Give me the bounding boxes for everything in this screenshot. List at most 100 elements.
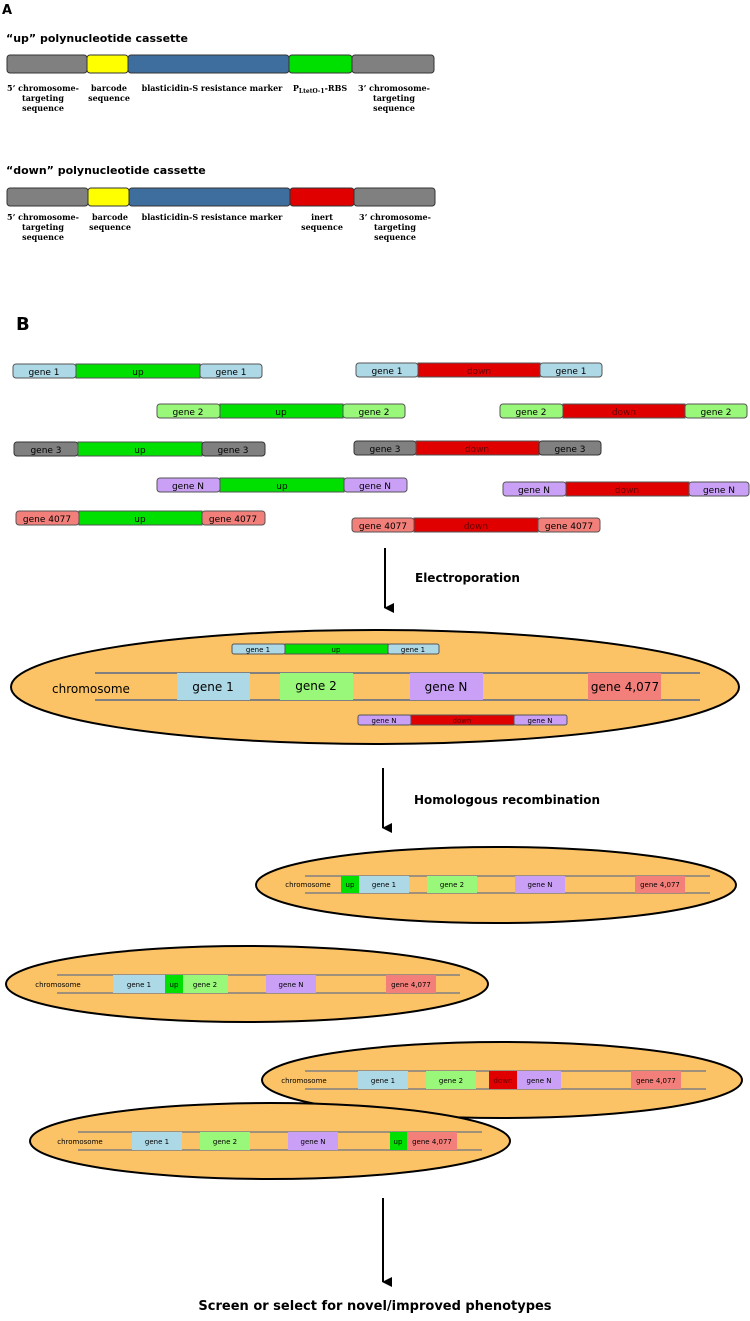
- marker-segment: [127, 54, 290, 74]
- five-prime-segment: [6, 54, 88, 74]
- gene2-label: gene 2: [440, 881, 464, 889]
- down-cassette-title: “down” polynucleotide cassette: [6, 164, 206, 177]
- flank-right-label: gene 2: [700, 408, 731, 418]
- three-prime-label-1: 3’ chromosome-: [358, 83, 430, 93]
- step-homologous-recombination: Homologous recombination: [414, 793, 600, 807]
- barcode-label-2: sequence: [89, 222, 131, 232]
- flank-right: [343, 477, 408, 493]
- geneN-label: gene N: [301, 1138, 326, 1146]
- geneN-label: gene N: [425, 680, 468, 694]
- gene4077-block: [588, 673, 661, 700]
- flank-right-label: gene 3: [554, 445, 585, 455]
- panel-a-label: A: [2, 3, 12, 18]
- five-prime-label-1: 5’ chromosome-: [7, 83, 79, 93]
- gene1-label: gene 1: [145, 1138, 169, 1146]
- barcode-label-2: sequence: [88, 93, 130, 103]
- gene2-label: gene 2: [213, 1138, 237, 1146]
- chromosome-label: chromosome: [52, 682, 130, 696]
- flank-left-label: gene N: [172, 482, 204, 492]
- flank-right: [538, 440, 602, 456]
- flank-left-label: gene 4077: [359, 522, 407, 532]
- flank-right: [199, 363, 263, 379]
- down-label: down: [453, 717, 472, 725]
- recombinant-cell-3: chromosome gene 1 gene 2 down gene N gen…: [261, 1041, 743, 1119]
- five-prime-label-2: targeting: [22, 222, 64, 232]
- barcode-label-1: barcode: [92, 212, 128, 222]
- down-cassette-labels: 5’ chromosome- targeting sequence barcod…: [7, 212, 431, 242]
- down-label: down: [464, 522, 488, 532]
- flank-left-label: gene 2: [172, 408, 203, 418]
- gene1-label: gene 1: [192, 680, 233, 694]
- flank-right: [537, 517, 601, 533]
- gene1-block: [359, 876, 409, 893]
- flank-left-label: gene 4077: [23, 515, 71, 525]
- gene2-block: [427, 876, 477, 893]
- panel-b-label: B: [16, 314, 30, 335]
- down-construct-geneN: gene N down gene N: [502, 481, 750, 497]
- gene1-block: [132, 1132, 182, 1150]
- cell-body: [5, 945, 489, 1023]
- promoter-label-main: P: [293, 83, 299, 93]
- flank-right-label: gene 1: [215, 368, 246, 378]
- geneN-block: [410, 673, 483, 700]
- gene1-block: [113, 975, 165, 993]
- geneN-block: [266, 975, 316, 993]
- down-constructs: gene 1 down gene 1 gene 2 down gene 2 ge…: [351, 362, 750, 533]
- gene1-block: [358, 1071, 408, 1089]
- up-label: up: [134, 446, 146, 456]
- three-prime-label-3: sequence: [374, 232, 416, 242]
- down-label: down: [467, 367, 491, 377]
- down-construct-gene3: gene 3 down gene 3: [353, 440, 602, 456]
- gene4077-label: gene 4,077: [591, 680, 659, 694]
- three-prime-segment: [351, 54, 435, 74]
- barcode-label-1: barcode: [91, 83, 127, 93]
- gene2-label: gene 2: [439, 1077, 463, 1085]
- promoter-label-suffix: -RBS: [325, 83, 348, 93]
- up-construct-gene2: gene 2 up gene 2: [156, 403, 406, 419]
- marker-label: blasticidin-S resistance marker: [142, 83, 284, 93]
- flank-right-label: gene 2: [358, 408, 389, 418]
- gene1-block: [177, 673, 250, 700]
- inert-label-2: sequence: [301, 222, 343, 232]
- gene4077-label: gene 4,077: [640, 881, 680, 889]
- gene4077-block: [386, 975, 436, 993]
- flank-right-label: gene 1: [401, 646, 425, 654]
- flank-right: [342, 403, 406, 419]
- recombinant-cell-4: chromosome gene 1 gene 2 gene N up gene …: [29, 1102, 511, 1180]
- flank-left-label: gene 1: [371, 367, 402, 377]
- five-prime-label-2: targeting: [22, 93, 64, 103]
- flank-left-label: gene 2: [515, 408, 546, 418]
- five-prime-label-3: sequence: [22, 103, 64, 113]
- up-insert-block: [165, 975, 183, 993]
- cell-down-insert: gene N down gene N: [357, 714, 568, 726]
- flank-right-label: gene N: [703, 486, 735, 496]
- down-label: down: [615, 486, 639, 496]
- up-cassette-title: “up” polynucleotide cassette: [6, 32, 188, 45]
- up-cassette: [6, 54, 435, 74]
- inert-label-1: inert: [311, 212, 333, 222]
- barcode-segment: [87, 187, 130, 207]
- down-cassette: [6, 187, 436, 207]
- gene4077-block: [635, 876, 685, 893]
- flank-left-label: gene N: [372, 717, 397, 725]
- gene4077-label: gene 4,077: [391, 981, 431, 989]
- flank-right: [387, 643, 440, 655]
- gene1-label: gene 1: [371, 1077, 395, 1085]
- geneN-block: [515, 876, 565, 893]
- chromosome-label: chromosome: [285, 881, 330, 889]
- three-prime-label-2: targeting: [374, 222, 416, 232]
- gene2-label: gene 2: [295, 679, 336, 693]
- geneN-label: gene N: [528, 881, 553, 889]
- gene2-block: [280, 673, 353, 700]
- down-insert-label: down: [494, 1077, 513, 1085]
- down-label: down: [612, 408, 636, 418]
- barcode-segment: [86, 54, 129, 74]
- flank-right: [201, 441, 266, 457]
- gene2-label: gene 2: [193, 981, 217, 989]
- three-prime-segment: [353, 187, 436, 207]
- flank-left-label: gene 1: [246, 646, 270, 654]
- big-cell: chromosome gene 1 gene 2 gene N gene 4,0…: [10, 629, 740, 745]
- up-label: up: [275, 408, 287, 418]
- promoter-label: PLtetO-1-RBS: [293, 83, 347, 95]
